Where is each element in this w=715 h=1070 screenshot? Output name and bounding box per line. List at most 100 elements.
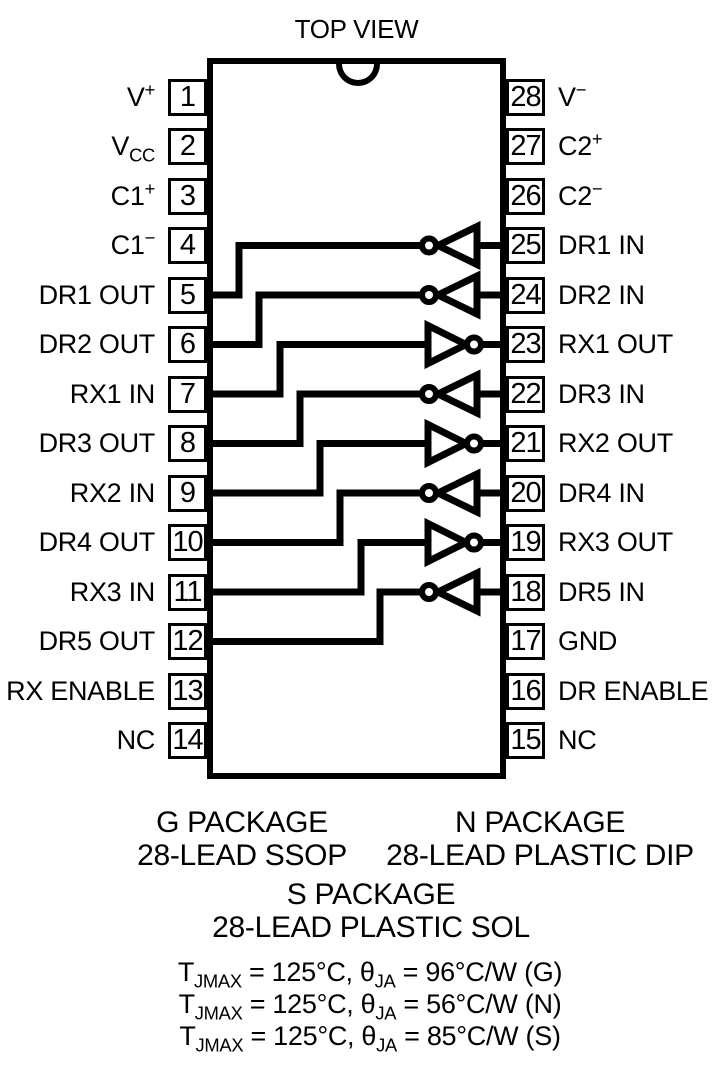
pin-label-19: RX3 OUT	[558, 527, 673, 557]
pin-label-6: DR2 OUT	[38, 329, 156, 359]
pin-number-20: 20	[506, 474, 545, 512]
pin-label-14: NC	[116, 725, 156, 755]
pin-row-7: RX1 IN 7	[0, 375, 715, 413]
pin-row-24: 24 DR2 IN	[0, 276, 715, 314]
s-package-line1: S PACKAGE	[286, 878, 456, 911]
pin-number-6: 6	[168, 326, 207, 363]
n-package-label: N PACKAGE 28-LEAD PLASTIC DIP	[365, 806, 715, 872]
thermal-notes: TJMAX = 125°C, θJA = 96°C/W (G) TJMAX = …	[130, 956, 610, 1056]
receiver-symbols	[424, 319, 484, 568]
thermal-line-s: TJMAX = 125°C, θJA = 85°C/W (S)	[179, 1021, 561, 1056]
pin-label-2: VCC	[111, 131, 155, 166]
diagram-title: TOP VIEW	[294, 14, 419, 44]
pin-label-21: RX2 OUT	[558, 428, 673, 458]
pin-number-14: 14	[168, 722, 207, 759]
pin-row-23: 23 RX1 OUT	[0, 326, 715, 363]
pin-number-13: 13	[168, 672, 207, 710]
pin-number-25: 25	[506, 227, 545, 264]
n-package-line1: N PACKAGE	[454, 806, 626, 839]
s-package-line2: 28-LEAD PLASTIC SOL	[212, 911, 530, 944]
pin-label-3: C1+	[110, 177, 156, 211]
pin-label-23: RX1 OUT	[558, 329, 673, 359]
thermal-line-n: TJMAX = 125°C, θJA = 56°C/W (N)	[178, 989, 562, 1024]
pin-number-11: 11	[168, 573, 207, 611]
pin-label-7: RX1 IN	[69, 378, 156, 409]
pin-label-20: DR4 IN	[558, 477, 645, 508]
pin-row-5: DR1 OUT 5	[0, 276, 715, 314]
pin-row-18: 18 DR5 IN	[0, 573, 715, 611]
pin-number-28: 28	[506, 78, 545, 116]
pin-row-9: RX2 IN 9	[0, 474, 715, 512]
pin-number-27: 27	[506, 128, 545, 165]
pin-row-14: NC 14	[0, 722, 715, 759]
n-package-line2: 28-LEAD PLASTIC DIP	[386, 839, 694, 872]
pin-row-17: 17 GND	[0, 623, 715, 660]
pin-label-4: C1−	[110, 227, 156, 260]
pin-label-1: V+	[126, 78, 155, 112]
pin-row-4: C1− 4	[0, 227, 715, 264]
pin-row-27: 27 C2+	[0, 128, 715, 165]
package-outline	[207, 58, 506, 779]
g-package-label: G PACKAGE 28-LEAD SSOP	[92, 806, 392, 872]
pin-label-17: GND	[558, 626, 618, 656]
pin-label-28: V−	[558, 78, 587, 112]
pin-row-20: 20 DR4 IN	[0, 474, 715, 512]
pin-label-13: RX ENABLE	[6, 675, 155, 706]
pin-number-22: 22	[506, 375, 545, 413]
s-package-label: S PACKAGE 28-LEAD PLASTIC SOL	[196, 878, 546, 944]
pin-row-22: 22 DR3 IN	[0, 375, 715, 413]
pin-label-16: DR ENABLE	[558, 675, 709, 706]
pin-number-10: 10	[168, 524, 207, 561]
g-package-line2: 28-LEAD SSOP	[137, 839, 347, 872]
pin-label-25: DR1 IN	[558, 230, 645, 260]
pin-label-22: DR3 IN	[558, 378, 645, 409]
pin-label-26: C2−	[558, 177, 603, 211]
pin-row-13: RX ENABLE 13	[0, 672, 715, 710]
index-notch-icon	[336, 64, 380, 86]
pin-label-24: DR2 IN	[558, 279, 645, 310]
pin-number-2: 2	[168, 128, 207, 165]
pin-label-9: RX2 IN	[69, 477, 156, 508]
pin-row-8: DR3 OUT 8	[0, 425, 715, 462]
pin-number-8: 8	[168, 425, 207, 462]
internal-circuit	[207, 220, 506, 645]
pin-number-23: 23	[506, 326, 545, 363]
pin-row-16: 16 DR ENABLE	[0, 672, 715, 710]
pin-number-3: 3	[168, 177, 207, 215]
pin-label-27: C2+	[558, 128, 603, 161]
pin-row-6: DR2 OUT 6	[0, 326, 715, 363]
pin-number-24: 24	[506, 276, 545, 314]
pin-number-18: 18	[506, 573, 545, 611]
pin-number-12: 12	[168, 623, 207, 660]
pin-label-15: NC	[558, 725, 597, 755]
pin-number-5: 5	[168, 276, 207, 314]
thermal-line-g: TJMAX = 125°C, θJA = 96°C/W (G)	[177, 957, 563, 992]
pin-number-17: 17	[506, 623, 545, 660]
pin-row-2: VCC 2	[0, 128, 715, 165]
pin-number-9: 9	[168, 474, 207, 512]
pin-row-15: 15 NC	[0, 722, 715, 759]
pin-number-19: 19	[506, 524, 545, 561]
pin-number-7: 7	[168, 375, 207, 413]
pin-label-8: DR3 OUT	[38, 428, 156, 458]
pin-row-25: 25 DR1 IN	[0, 227, 715, 264]
pin-number-16: 16	[506, 672, 545, 710]
pin-row-12: DR5 OUT 12	[0, 623, 715, 660]
pin-number-4: 4	[168, 227, 207, 264]
pin-number-21: 21	[506, 425, 545, 462]
pin-label-5: DR1 OUT	[38, 279, 156, 310]
pin-row-3: C1+ 3	[0, 177, 715, 215]
pin-row-19: 19 RX3 OUT	[0, 524, 715, 561]
pin-row-10: DR4 OUT 10	[0, 524, 715, 561]
pin-number-26: 26	[506, 177, 545, 215]
signal-wires	[207, 242, 506, 645]
pin-row-1: V+ 1	[0, 78, 715, 116]
pin-number-1: 1	[168, 78, 207, 116]
pin-label-10: DR4 OUT	[38, 527, 156, 557]
driver-symbols	[419, 220, 481, 617]
pin-number-15: 15	[506, 722, 545, 759]
g-package-line1: G PACKAGE	[156, 806, 328, 839]
pin-row-28: 28 V−	[0, 78, 715, 116]
pin-label-11: RX3 IN	[69, 576, 156, 607]
